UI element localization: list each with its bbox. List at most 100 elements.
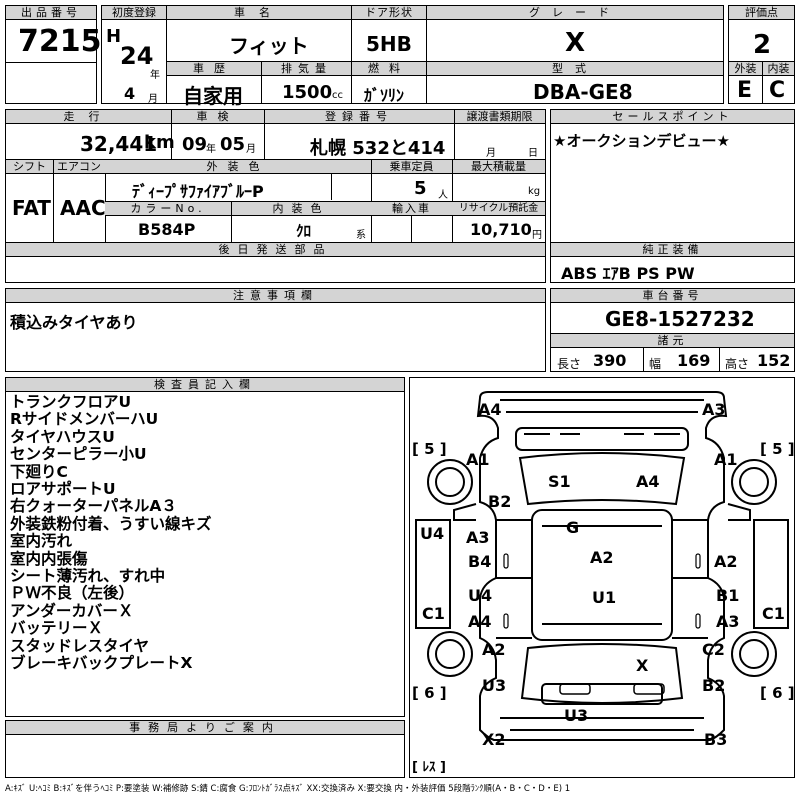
year-unit: 年 <box>150 70 160 81</box>
interior-grade: C <box>769 78 786 103</box>
shift-label: シフト <box>6 160 53 174</box>
tire-fr-tread: [ 5 ] <box>760 440 795 458</box>
reg-no-label: 登録番号 <box>264 110 454 124</box>
score-label: 評価点 <box>729 6 794 20</box>
grade-box: グレード X <box>426 5 724 62</box>
car-name-box: 車名 フィット <box>166 5 352 62</box>
mark-roof-front-right: A4 <box>636 472 660 491</box>
inspection-label: 車検 <box>171 110 264 124</box>
recycle-label: リサイクル預託金 <box>452 202 545 216</box>
mark-fender-right: A1 <box>714 450 738 469</box>
sales-point: ★オークションデビュー★ <box>553 132 730 150</box>
inspector-item: トランクフロアU <box>10 393 132 411</box>
inspector-item: スタッドレスタイヤ <box>10 636 150 655</box>
mark-quarter-left: A2 <box>482 640 506 659</box>
mark-trunk: X <box>636 656 649 675</box>
mark-door-left-front-2: B4 <box>468 552 492 571</box>
inspector-item: バッテリーＸ <box>10 619 104 638</box>
mark-quarter-right: C2 <box>702 640 725 659</box>
mileage-unit: km <box>144 132 175 153</box>
inspector-item: センターピラー小U <box>10 445 147 464</box>
displacement-label: 排気量 <box>262 62 351 76</box>
reg-no: 札幌 532と414 <box>310 138 446 159</box>
door-box: ドア形状 5HB <box>351 5 427 62</box>
lot-number-label: 出品番号 <box>6 6 96 20</box>
notes-label: 注意事項欄 <box>6 289 545 303</box>
exterior-grade: E <box>737 78 753 103</box>
car-name-label: 車名 <box>167 6 351 20</box>
car-name: フィット <box>229 34 309 58</box>
fuel: ｶﾞｿﾘﾝ <box>364 86 405 105</box>
first-reg-label: 初度登録 <box>102 6 166 20</box>
mark-rocker-left: C1 <box>422 604 445 623</box>
mark-front-right: A3 <box>702 400 726 419</box>
door-label: ドア形状 <box>352 6 426 20</box>
width: 169 <box>677 351 711 370</box>
grade-label: グレード <box>427 6 723 20</box>
mark-center: A2 <box>590 548 614 567</box>
mark-rear-left: U3 <box>482 676 507 695</box>
model: DBA-GE8 <box>533 80 633 104</box>
insp-year: 09 <box>182 134 208 155</box>
lot-number-box: 出品番号 7215 <box>5 5 102 63</box>
tire-rl-tread: [ 6 ] <box>412 684 447 702</box>
tire-rr-tread: [ 6 ] <box>760 684 795 702</box>
shift: FAT <box>12 196 51 220</box>
transfer-label: 譲渡書類期限 <box>454 110 545 124</box>
mark-door-right-front: A2 <box>714 552 738 571</box>
mark-pillar-left: U4 <box>420 524 445 543</box>
insp-year-unit: 年 <box>206 144 216 155</box>
first-reg-box: 初度登録 H 24 年 4 月 <box>101 5 167 105</box>
inspector-item: タイヤハウスU <box>10 427 115 446</box>
first-reg-month: 4 <box>124 84 136 103</box>
office-box: 事務局よりご案内 <box>5 720 405 778</box>
mark-bumper: U3 <box>564 706 589 725</box>
inspector-item: ＰＷ不良（左後） <box>10 584 135 603</box>
mark-door-left-rear: U4 <box>468 586 493 605</box>
legend: A:ｷｽﾞ U:ﾍｺﾐ B:ｷｽﾞを伴うﾍｺﾐ P:要塗装 W:補修跡 S:錆 … <box>5 784 571 794</box>
mark-rear-right: B2 <box>702 676 726 695</box>
model-label: 型式 <box>427 62 723 76</box>
inspector-item: 下廻りC <box>10 462 68 481</box>
mark-center-rear: U1 <box>592 588 617 607</box>
sales-point-box: セールスポイント ★オークションデビュー★ 純正装備 ABS ｴｱB PS PW <box>550 109 795 283</box>
length: 390 <box>593 351 627 370</box>
lot-number: 7215 <box>18 24 102 59</box>
era: H <box>106 26 122 47</box>
inspector-item: 右クォーターパネルA３ <box>10 497 177 516</box>
mark-front-left: A4 <box>478 400 502 419</box>
car-outline-icon <box>415 391 789 741</box>
vehicle-details-block: 走行 車検 登録番号 譲渡書類期限 32,441 km 09 年 05 月 札幌… <box>5 109 546 283</box>
mark-door-right-rear: B1 <box>716 586 740 605</box>
recycle-fee: 10,710 <box>470 220 532 239</box>
inspector-item: 外装鉄粉付着、うすい線キズ <box>10 514 212 533</box>
transfer-day-unit: 日 <box>528 148 538 159</box>
spare-tire: [ ﾚｽ ] <box>412 760 446 775</box>
lot-blank-box <box>5 62 97 104</box>
height: 152 <box>757 351 791 370</box>
mark-roof-front-left: S1 <box>548 472 571 491</box>
width-label: 幅 <box>649 357 662 371</box>
int-color-unit: 系 <box>356 230 366 241</box>
inspector-label: 検査員記入欄 <box>6 378 404 392</box>
month-unit: 月 <box>148 94 158 105</box>
chassis-number: GE8-1527232 <box>605 307 755 331</box>
fuel-box: 燃料 ｶﾞｿﾘﾝ <box>351 61 427 105</box>
exterior-box: 外装 E <box>728 61 763 104</box>
mark-door-right-rear-2: A3 <box>716 612 740 631</box>
grade: X <box>565 28 586 58</box>
tire-fl-tread: [ 5 ] <box>412 440 447 458</box>
mark-corner-right: B3 <box>704 730 728 749</box>
import-label: 輸入車 <box>371 202 452 216</box>
inspector-item: 室内汚れ <box>10 532 73 551</box>
first-reg-year: 24 <box>120 42 154 70</box>
int-color-label: 内装色 <box>231 202 371 216</box>
history-box: 車歴 自家用 <box>166 61 262 108</box>
score: 2 <box>753 30 772 60</box>
history: 自家用 <box>183 84 243 108</box>
transfer-month-unit: 月 <box>486 148 496 159</box>
inspector-item: RサイドメンバーハU <box>10 410 159 429</box>
office-label: 事務局よりご案内 <box>6 721 404 735</box>
ac: AAC <box>60 196 106 220</box>
